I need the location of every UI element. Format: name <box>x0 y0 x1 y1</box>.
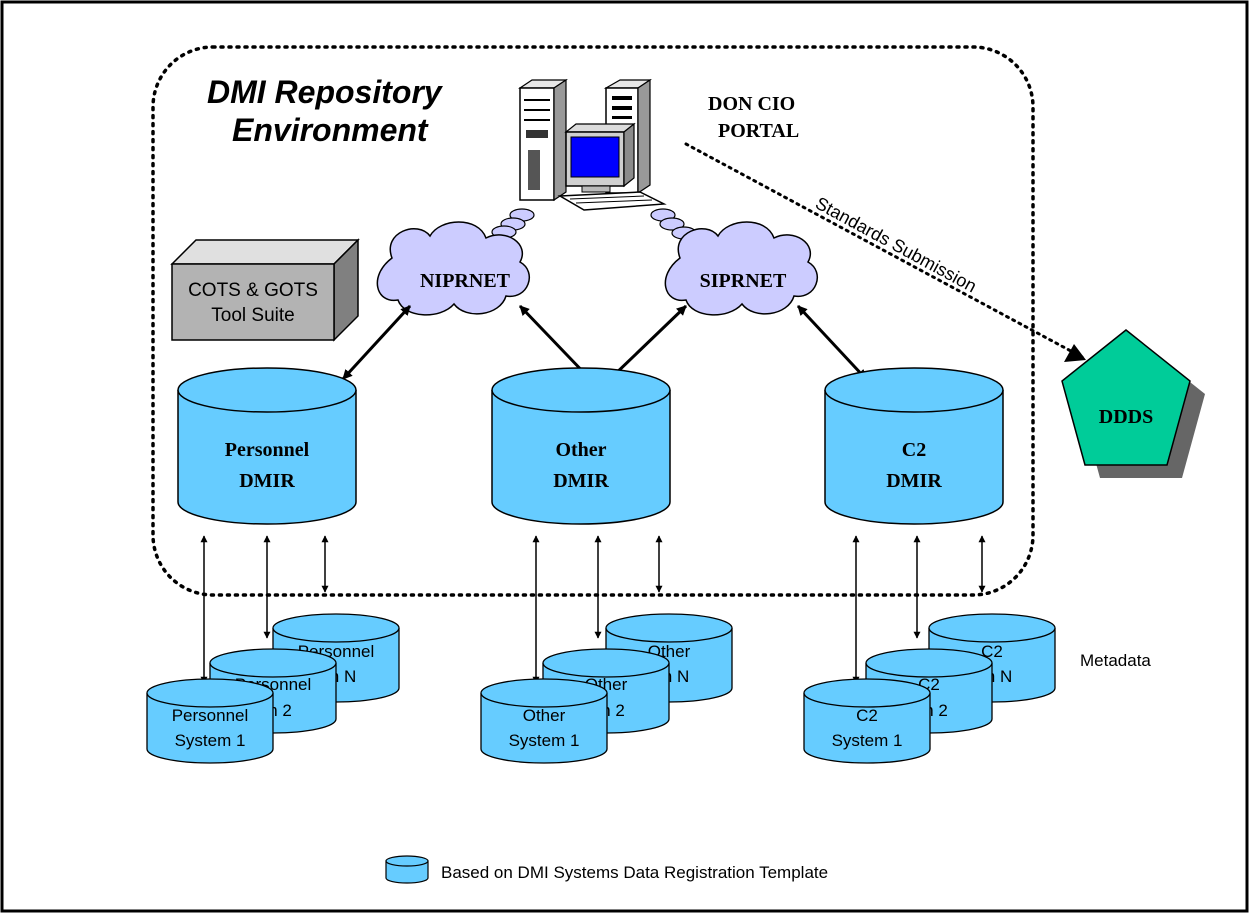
c2-system-1-line1: C2 <box>856 706 878 725</box>
personnel-dmir-line2: DMIR <box>239 470 295 492</box>
personnel-dmir-line1: Personnel <box>225 439 310 461</box>
siprnet-label: SIPRNET <box>700 270 787 292</box>
portal-computers-icon <box>518 78 667 211</box>
other-system-1-line2: System 1 <box>509 731 580 750</box>
ddds-label: DDDS <box>1099 406 1153 428</box>
personnel-system-1: Personnel System 1 <box>146 678 274 764</box>
portal-label-line2: PORTAL <box>718 120 799 142</box>
legend-cylinder-icon <box>385 861 429 884</box>
portal-label-line1: DON CIO <box>708 93 795 115</box>
environment-title-line1: DMI Repository <box>207 74 444 110</box>
tool-suite-box: COTS & GOTS Tool Suite <box>170 238 360 342</box>
other-dmir-line2: DMIR <box>553 470 609 492</box>
c2-system-1-line2: System 1 <box>832 731 903 750</box>
other-dmir-cylinder: Other DMIR <box>491 367 671 525</box>
legend: Based on DMI Systems Data Registration T… <box>385 855 828 884</box>
personnel-system-1-line1: Personnel <box>172 706 249 725</box>
personnel-dmir-cylinder: Personnel DMIR <box>177 367 357 525</box>
environment-title-line2: Environment <box>232 112 429 148</box>
c2-dmir-line2: DMIR <box>886 470 942 492</box>
standards-submission-arrowhead <box>1064 344 1086 362</box>
siprnet-c2-arrow <box>796 304 868 381</box>
ddds-node: DDDS <box>1061 329 1205 478</box>
siprnet-cloud: SIPRNET <box>664 221 819 316</box>
portal-link-bubbles <box>491 208 697 240</box>
personnel-system-1-line2: System 1 <box>175 731 246 750</box>
standards-submission-arrow <box>684 142 1084 359</box>
siprnet-other-arrow <box>608 304 688 381</box>
c2-dmir-cylinder: C2 DMIR <box>824 367 1004 525</box>
metadata-label: Metadata <box>1080 651 1151 670</box>
niprnet-personnel-arrow <box>341 304 412 381</box>
c2-dmir-line1: C2 <box>902 439 926 461</box>
niprnet-other-arrow <box>518 304 592 381</box>
other-dmir-line1: Other <box>555 439 606 461</box>
tool-suite-line2: Tool Suite <box>211 305 294 326</box>
c2-system-1: C2 System 1 <box>803 678 931 764</box>
legend-label: Based on DMI Systems Data Registration T… <box>441 863 828 882</box>
niprnet-label: NIPRNET <box>420 270 511 292</box>
tool-suite-line1: COTS & GOTS <box>188 280 318 301</box>
other-system-1-line1: Other <box>523 706 566 725</box>
niprnet-cloud: NIPRNET <box>376 221 531 316</box>
c2-system-n-line1: C2 <box>981 642 1003 661</box>
other-system-1: Other System 1 <box>480 678 608 764</box>
